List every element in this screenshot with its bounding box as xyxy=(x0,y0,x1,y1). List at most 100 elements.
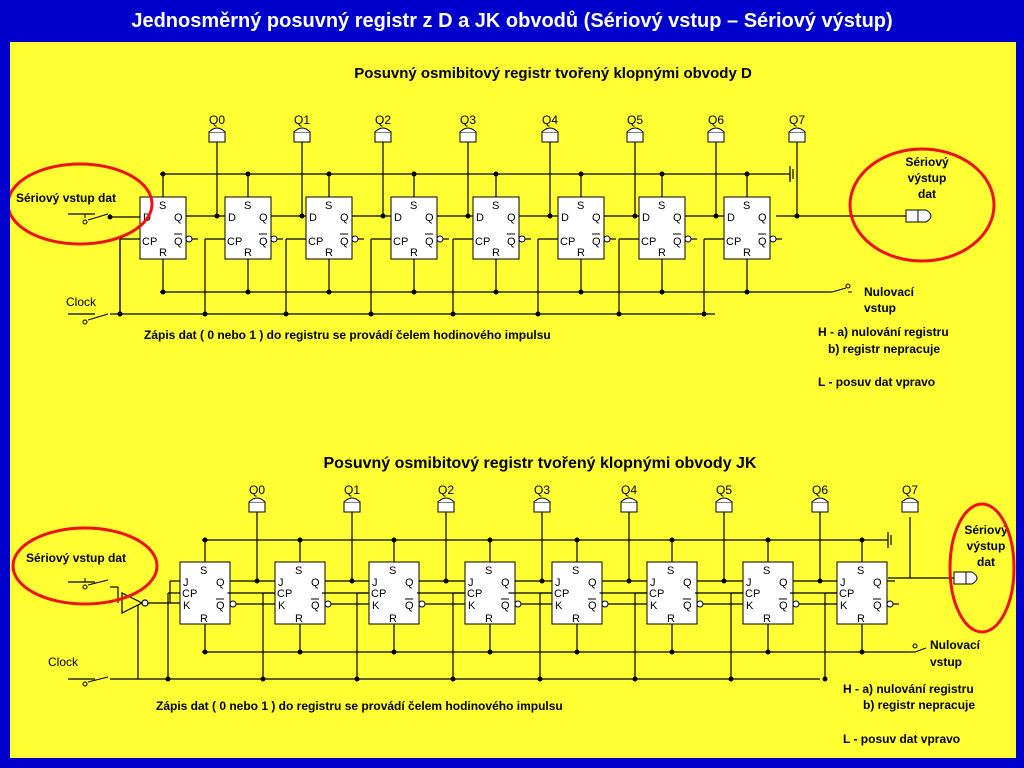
d-output-label-0: Q0 xyxy=(209,113,225,127)
pin-cp-label: CP xyxy=(467,588,482,600)
junction-dot xyxy=(297,537,303,543)
jk-serial-output-highlight xyxy=(948,502,1016,634)
output-connector-icon xyxy=(707,131,725,143)
jk-output-label-3: Q3 xyxy=(534,483,550,497)
pin-j-label: J xyxy=(840,577,846,589)
jk-serial-output-label-2: výstup xyxy=(967,539,1006,553)
junction-dot xyxy=(465,213,471,219)
pin-k-label: K xyxy=(650,600,658,612)
junction-dot xyxy=(535,311,541,317)
junction-dot xyxy=(349,578,355,584)
junction-dot xyxy=(214,213,220,219)
pin-k-label: K xyxy=(183,600,191,612)
jk-serial-output-label-3: dat xyxy=(977,555,995,569)
d-clock-label: Clock xyxy=(66,295,97,309)
pin-d-label: D xyxy=(394,212,402,224)
pin-j-label: J xyxy=(555,577,561,589)
d-output-label-3: Q3 xyxy=(460,113,476,127)
junction-dot xyxy=(260,676,266,682)
pin-cp-label: CP xyxy=(277,588,292,600)
output-connector-cap xyxy=(901,497,919,503)
jk-serial-input-highlight xyxy=(11,526,159,606)
pin-k-label: K xyxy=(372,600,380,612)
pin-k-label: K xyxy=(746,600,754,612)
pin-j-label: J xyxy=(183,577,189,589)
junction-dot xyxy=(283,311,289,317)
jk-clock-switch xyxy=(82,676,109,687)
pin-r-label: R xyxy=(658,247,666,259)
junction-dot xyxy=(202,537,208,543)
output-connector-icon xyxy=(248,501,266,513)
pin-q-label: Q xyxy=(673,212,682,224)
junction-dot xyxy=(391,537,397,543)
pin-s-label: S xyxy=(200,565,207,577)
pin-cp-label: CP xyxy=(182,588,197,600)
pin-r-label: R xyxy=(200,613,208,625)
output-connector-icon xyxy=(541,131,559,143)
d-flipflop-body xyxy=(557,196,605,260)
d-serial-output-label-2: výstup xyxy=(908,171,947,185)
pin-q-label: Q xyxy=(592,212,601,224)
qn-bubble xyxy=(684,235,692,243)
pin-qn-label: Q xyxy=(588,600,597,612)
pin-r-label: R xyxy=(743,247,751,259)
pin-r-label: R xyxy=(572,613,580,625)
junction-dot xyxy=(450,311,456,317)
pin-cp-label: CP xyxy=(839,588,854,600)
pin-q-label: Q xyxy=(779,577,788,589)
junction-dot xyxy=(659,289,665,295)
junction-dot xyxy=(574,649,580,655)
pin-q-label: Q xyxy=(588,577,597,589)
d-register-title: Posuvný osmibitový registr tvořený klopn… xyxy=(354,65,752,82)
jk-flipflop-body xyxy=(274,561,326,625)
qn-bubble xyxy=(792,600,800,608)
pin-r-label: R xyxy=(492,247,500,259)
qn-bubble xyxy=(696,600,704,608)
junction-dot xyxy=(822,676,828,682)
pin-qn-label: Q xyxy=(174,236,183,248)
junction-dot xyxy=(859,537,865,543)
pin-q-label: Q xyxy=(259,212,268,224)
qn-bubble xyxy=(351,235,359,243)
qn-bubble xyxy=(769,235,777,243)
pin-r-label: R xyxy=(244,247,252,259)
output-connector-cap xyxy=(293,127,311,133)
junction-dot xyxy=(487,649,493,655)
junction-dot xyxy=(859,649,865,655)
pin-s-label: S xyxy=(410,200,417,212)
qn-bubble xyxy=(185,235,193,243)
pin-s-label: S xyxy=(389,565,396,577)
output-connector-cap xyxy=(788,127,806,133)
qn-bubble xyxy=(270,235,278,243)
junction-dot xyxy=(744,289,750,295)
output-connector-cap xyxy=(208,127,226,133)
pin-qn-label: Q xyxy=(259,236,268,248)
pin-qn-label: Q xyxy=(405,600,414,612)
junction-dot xyxy=(245,171,251,177)
pin-q-label: Q xyxy=(758,212,767,224)
pin-k-label: K xyxy=(840,600,848,612)
junction-dot xyxy=(245,289,251,295)
output-connector-icon xyxy=(811,501,829,513)
output-connector-icon xyxy=(437,501,455,513)
jk-serial-input-label: Sériový vstup dat xyxy=(26,551,126,565)
pin-d-label: D xyxy=(228,212,236,224)
output-connector-icon xyxy=(293,131,311,143)
output-connector-icon xyxy=(533,501,551,513)
output-connector-icon xyxy=(626,131,644,143)
pin-qn-label: Q xyxy=(216,600,225,612)
output-connector-icon xyxy=(715,501,733,513)
jk-register-title: Posuvný osmibitový registr tvořený klopn… xyxy=(324,455,757,472)
pin-s-label: S xyxy=(572,565,579,577)
output-connector-icon xyxy=(343,501,361,513)
d-write-note: Zápis dat ( 0 nebo 1 ) do registru se pr… xyxy=(144,328,551,342)
output-connector-cap xyxy=(533,497,551,503)
pin-r-label: R xyxy=(857,613,865,625)
pin-s-label: S xyxy=(295,565,302,577)
